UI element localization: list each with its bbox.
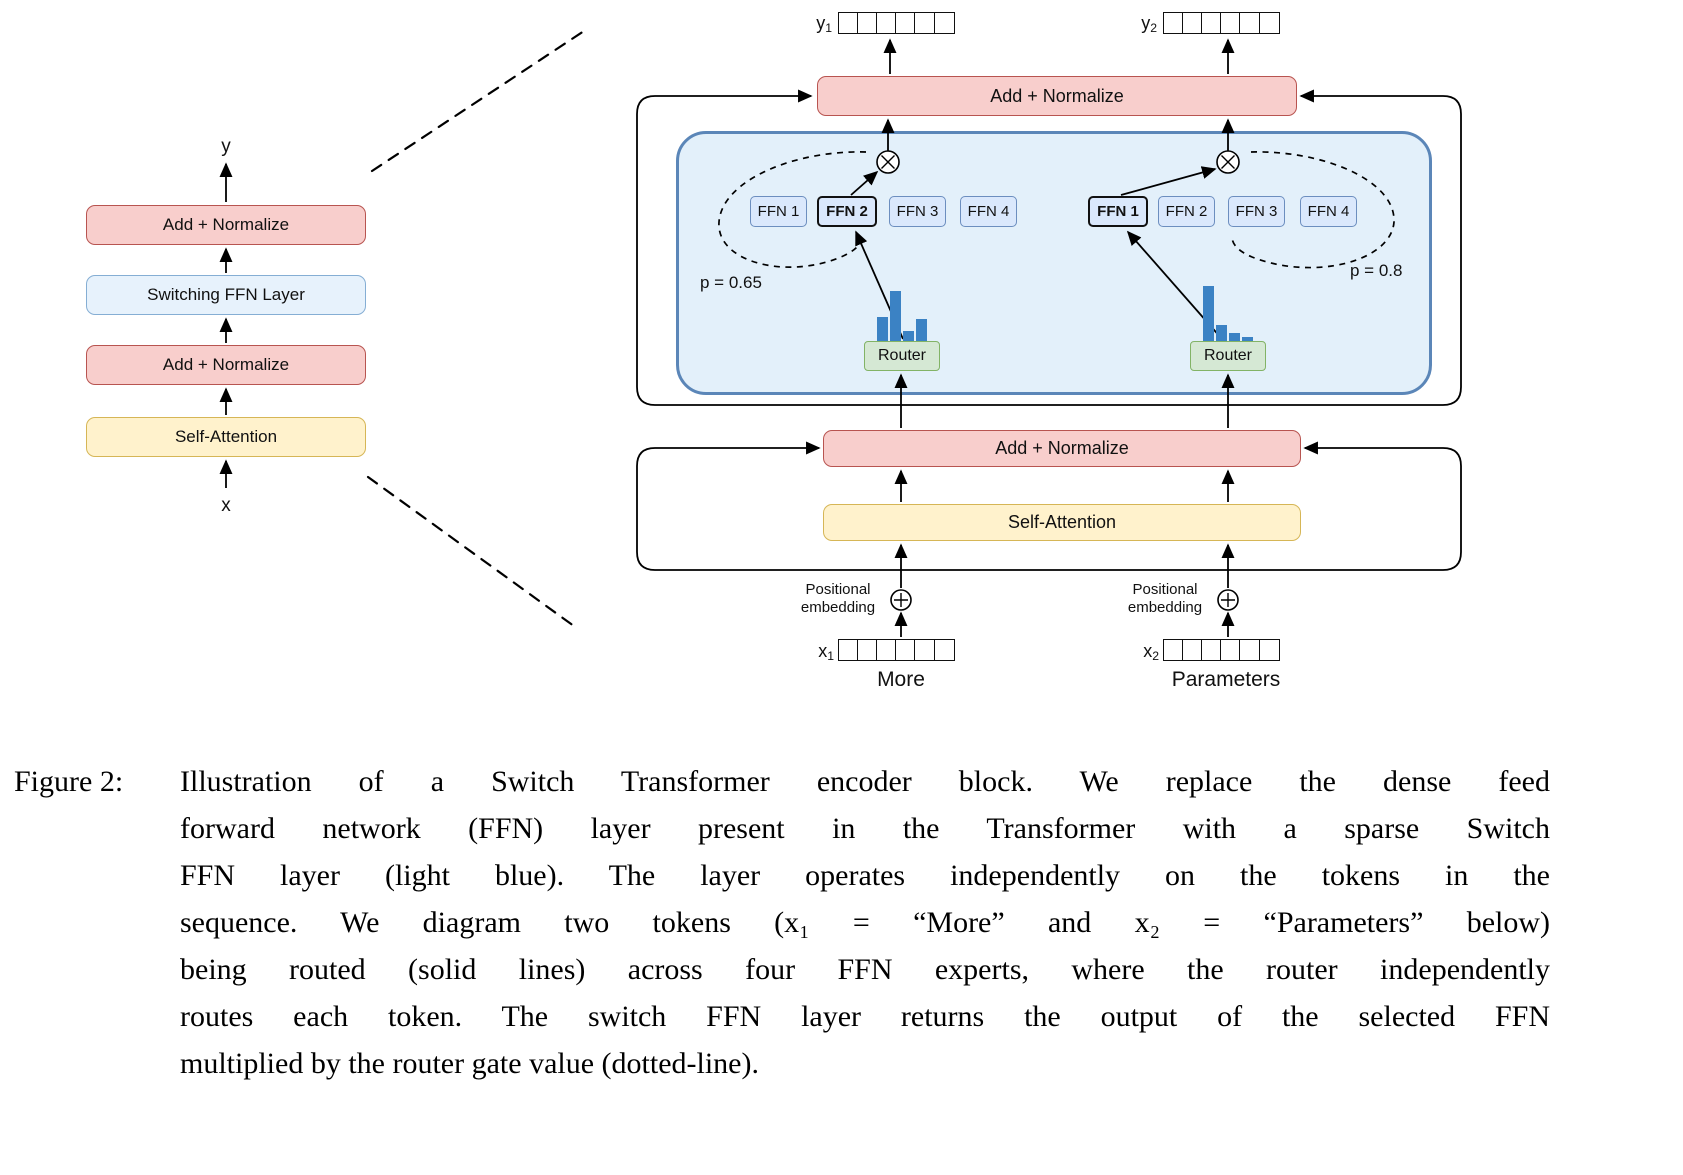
add-normalize-top: Add + Normalize xyxy=(817,76,1297,116)
caption-line: routes each token. The switch FFN layer … xyxy=(180,1000,1550,1033)
add-normalize-mid: Add + Normalize xyxy=(823,430,1301,467)
expert-right-ffn4: FFN 4 xyxy=(1300,196,1357,227)
token-cell xyxy=(1201,12,1223,34)
input-word-more: More xyxy=(877,668,925,691)
expert-right-ffn1-selected: FFN 1 xyxy=(1088,196,1148,227)
token-cell xyxy=(876,639,898,661)
token-cell xyxy=(838,639,859,661)
token-cell xyxy=(1220,639,1242,661)
positional-line2: embedding xyxy=(1127,599,1203,616)
expert-left-ffn1: FFN 1 xyxy=(750,196,807,227)
positional-embedding-label-right: Positional embedding xyxy=(1119,581,1211,617)
expert-left-ffn4: FFN 4 xyxy=(960,196,1017,227)
x2-base: x xyxy=(1143,641,1153,661)
x1-token-label: x1 xyxy=(788,641,834,664)
left-self-attention: Self-Attention xyxy=(86,417,366,457)
x1-token-cells xyxy=(838,639,955,661)
token-cell xyxy=(933,639,955,661)
token-cell xyxy=(914,12,936,34)
y2-token-cells xyxy=(1163,12,1280,34)
x2-token-cells xyxy=(1163,639,1280,661)
positional-embedding-label-left: Positional embedding xyxy=(792,581,884,617)
x1-base: x xyxy=(818,641,828,661)
plus-icon xyxy=(890,589,912,611)
token-cell xyxy=(1182,12,1204,34)
left-switching-ffn-layer: Switching FFN Layer xyxy=(86,275,366,315)
left-output-label: y xyxy=(221,136,231,157)
figure-caption: Figure 2: Illustration of a Switch Trans… xyxy=(14,758,1550,1087)
switch-ffn-layer-container xyxy=(676,131,1432,395)
y1-sub: 1 xyxy=(825,21,832,36)
caption-line: forward network (FFN) layer present in t… xyxy=(180,812,1550,845)
router-distribution-right xyxy=(1200,285,1256,341)
token-cell xyxy=(857,639,879,661)
expert-right-ffn3: FFN 3 xyxy=(1228,196,1285,227)
self-attention: Self-Attention xyxy=(823,504,1301,541)
token-cell xyxy=(1182,639,1204,661)
plus-icon xyxy=(1217,589,1239,611)
token-cell xyxy=(1201,639,1223,661)
y2-base: y xyxy=(1141,13,1151,33)
input-word-parameters: Parameters xyxy=(1171,668,1281,691)
router-right: Router xyxy=(1190,341,1266,371)
caption-line: Illustration of a Switch Transformer enc… xyxy=(180,765,1550,798)
x2-token-label: x2 xyxy=(1113,641,1159,664)
zoom-expansion-dashed-lines xyxy=(366,29,586,631)
x1-sub: 1 xyxy=(827,649,834,664)
y1-token-label: y1 xyxy=(786,13,832,36)
x2-sub: 2 xyxy=(1152,649,1159,664)
gate-probability-left: p = 0.65 xyxy=(700,273,762,292)
router-left: Router xyxy=(864,341,940,371)
figure-caption-text: Illustration of a Switch Transformer enc… xyxy=(180,758,1550,1087)
token-cell xyxy=(914,639,936,661)
token-cell xyxy=(1258,12,1280,34)
token-cell xyxy=(895,639,917,661)
token-cell xyxy=(1239,639,1261,661)
left-add-normalize-top: Add + Normalize xyxy=(86,205,366,245)
positional-line2: embedding xyxy=(800,599,876,616)
expert-left-ffn2-selected: FFN 2 xyxy=(817,196,877,227)
token-cell xyxy=(1163,12,1184,34)
figure-caption-tag: Figure 2: xyxy=(14,765,124,798)
token-cell xyxy=(1163,639,1184,661)
token-cell xyxy=(895,12,917,34)
y2-sub: 2 xyxy=(1150,21,1157,36)
positional-line1: Positional xyxy=(1132,581,1198,598)
y1-base: y xyxy=(816,13,826,33)
token-cell xyxy=(838,12,859,34)
token-cell xyxy=(1239,12,1261,34)
positional-line1: Positional xyxy=(805,581,871,598)
token-cell xyxy=(1220,12,1242,34)
caption-line: sequence. We diagram two tokens (x₁ = “M… xyxy=(180,906,1550,939)
y2-token-label: y2 xyxy=(1111,13,1157,36)
gate-probability-right: p = 0.8 xyxy=(1350,261,1403,280)
token-cell xyxy=(933,12,955,34)
left-add-normalize-bottom: Add + Normalize xyxy=(86,345,366,385)
token-cell xyxy=(876,12,898,34)
token-cell xyxy=(857,12,879,34)
caption-line: being routed (solid lines) across four F… xyxy=(180,953,1550,986)
expert-left-ffn3: FFN 3 xyxy=(889,196,946,227)
router-distribution-left xyxy=(874,285,930,341)
left-input-label: x xyxy=(221,495,231,516)
expert-right-ffn2: FFN 2 xyxy=(1158,196,1215,227)
token-cell xyxy=(1258,639,1280,661)
y1-token-cells xyxy=(838,12,955,34)
caption-line: multiplied by the router gate value (dot… xyxy=(180,1047,759,1080)
caption-line: FFN layer (light blue). The layer operat… xyxy=(180,859,1550,892)
